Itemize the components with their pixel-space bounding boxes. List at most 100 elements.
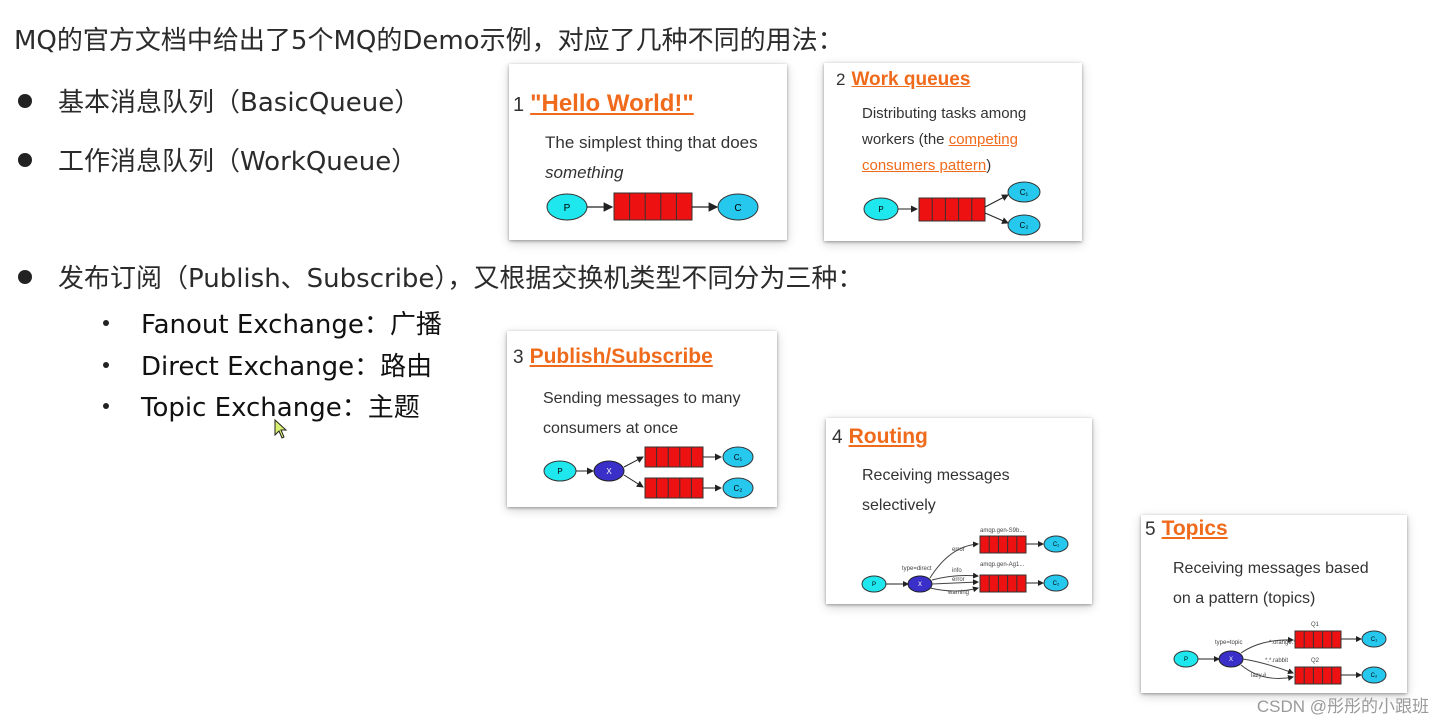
binding-arrow [931, 572, 979, 581]
sub-bullet-dot [103, 402, 109, 409]
routing-key-label: *.orange.* [1269, 640, 1296, 646]
work-queues-diagram: P C₁ C₂ [863, 181, 1041, 236]
card-number: 4 [832, 427, 843, 448]
queue [979, 535, 1027, 554]
desc-line: The simplest thing that does [545, 133, 758, 152]
consumer-node [722, 477, 754, 499]
routing-key-label: lazy.# [1251, 673, 1267, 679]
card-title-link[interactable]: Publish/Subscribe [529, 345, 713, 368]
topics-diagram: P X type=topic *.orange.* *.*.rabbit laz… [1173, 622, 1387, 685]
consumer-node [1043, 535, 1069, 553]
desc-line: selectively [862, 497, 936, 514]
card-title-link[interactable]: Topics [1161, 517, 1228, 540]
desc-line: something [545, 163, 624, 182]
queue [979, 574, 1027, 593]
routing-key-label: *.*.rabbit [1265, 658, 1288, 664]
card-title-link[interactable]: Work queues [851, 69, 971, 90]
exchange-label: X [1229, 657, 1233, 663]
queue-name-label: amqp.gen-Ag1... [980, 562, 1025, 568]
exchange-type-label: type=direct [902, 566, 932, 572]
publish-subscribe-diagram: P X C₁ C₂ [543, 446, 754, 499]
routing-key-label: error [952, 547, 965, 553]
card-description: Receiving messages selectively [862, 461, 1010, 521]
card-heading: 5 Topics [1145, 517, 1228, 541]
card-number: 2 [836, 70, 846, 89]
bullet-label: 工作消息队列（WorkQueue） [58, 147, 418, 177]
producer-label: P [564, 203, 571, 214]
consumer-label: C₁ [734, 453, 743, 462]
consumer-node [1007, 214, 1041, 236]
binding-arrow [1240, 664, 1294, 681]
arrow [623, 456, 644, 468]
bullet-dot [18, 93, 32, 108]
card-routing: 4 Routing Receiving messages selectively… [826, 418, 1092, 604]
consumer-label: C₂ [734, 484, 743, 493]
sub-bullet-dot [103, 361, 109, 368]
card-work-queues: 2 Work queues Distributing tasks among w… [824, 63, 1082, 241]
queue [1294, 630, 1342, 649]
sub-bullet-label: Fanout Exchange：广播 [141, 310, 442, 340]
card-publish-subscribe: 3 Publish/Subscribe Sending messages to … [507, 331, 777, 507]
card-heading: 3 Publish/Subscribe [513, 345, 713, 369]
bullet-label: 发布订阅（Publish、Subscribe），又根据交换机类型不同分为三种： [58, 264, 864, 294]
binding-arrow [929, 541, 979, 579]
hello-world-diagram: P C [546, 192, 759, 221]
exchange-label: X [606, 467, 612, 476]
queue [918, 197, 986, 222]
consumer-node [1007, 181, 1041, 203]
sub-bullet-dot [103, 319, 109, 326]
sub-bullet-label: Topic Exchange：主题 [141, 393, 420, 423]
desc-text: workers (the [862, 131, 949, 148]
sub-bullet-label: Direct Exchange：路由 [141, 352, 433, 382]
routing-key-label: info [952, 568, 962, 574]
routing-key-label: warning [947, 590, 969, 596]
queue-name-label: amqp.gen-S9b... [980, 528, 1025, 534]
consumer-label: C₂ [1020, 221, 1029, 230]
producer-label: P [1184, 657, 1188, 663]
watermark: CSDN @彤彤的小跟班 [1256, 697, 1429, 716]
arrow [623, 474, 644, 488]
card-description: Distributing tasks among workers (the co… [862, 101, 1026, 179]
binding-arrow [931, 579, 979, 586]
consumer-label: C₁ [1371, 637, 1377, 643]
bullet-dot [18, 269, 32, 284]
routing-key-label: error [952, 577, 965, 583]
exchange-node [593, 460, 625, 482]
consumer-label: C₂ [1053, 581, 1060, 587]
queue [644, 446, 704, 468]
consumer-label: C [734, 203, 741, 214]
desc-line: consumers pattern) [862, 153, 1026, 179]
consumer-node [1361, 630, 1387, 648]
card-heading: 4 Routing [832, 425, 928, 449]
competing-link[interactable]: competing [948, 131, 1018, 148]
bullet-basic-queue: 基本消息队列（BasicQueue） [18, 82, 420, 119]
desc-text: ) [986, 157, 992, 174]
card-number: 5 [1145, 519, 1156, 540]
card-title-link[interactable]: "Hello World!" [530, 90, 694, 117]
desc-line: workers (the competing [862, 127, 1026, 153]
binding-arrow [1240, 636, 1294, 654]
sub-bullet-direct: Direct Exchange：路由 [103, 346, 432, 383]
card-heading: 1 "Hello World!" [513, 90, 694, 118]
queue-name-label: Q2 [1311, 658, 1320, 664]
consumer-label: C₂ [1371, 673, 1378, 679]
routing-diagram: P X type=direct error info error warning… [861, 528, 1069, 596]
desc-line: on a pattern (topics) [1173, 590, 1316, 607]
queue [644, 477, 704, 499]
card-topics: 5 Topics Receiving messages based on a p… [1141, 515, 1407, 693]
sub-bullet-topic: Topic Exchange：主题 [103, 387, 420, 424]
bullet-work-queue: 工作消息队列（WorkQueue） [18, 141, 417, 178]
desc-line: Receiving messages based [1173, 560, 1369, 577]
card-description: Receiving messages based on a pattern (t… [1173, 554, 1369, 614]
consumers-pattern-link[interactable]: consumers pattern [862, 157, 987, 174]
card-description: Sending messages to many consumers at on… [543, 384, 740, 444]
bullet-dot [18, 152, 32, 167]
desc-line: consumers at once [543, 420, 679, 437]
bullet-publish-subscribe: 发布订阅（Publish、Subscribe），又根据交换机类型不同分为三种： [18, 258, 863, 295]
consumer-node [717, 193, 759, 221]
consumer-node [1043, 574, 1069, 592]
card-title-link[interactable]: Routing [848, 425, 928, 448]
binding-arrow [929, 586, 979, 593]
card-hello-world: 1 "Hello World!" The simplest thing that… [509, 64, 787, 240]
queue [1294, 666, 1342, 685]
